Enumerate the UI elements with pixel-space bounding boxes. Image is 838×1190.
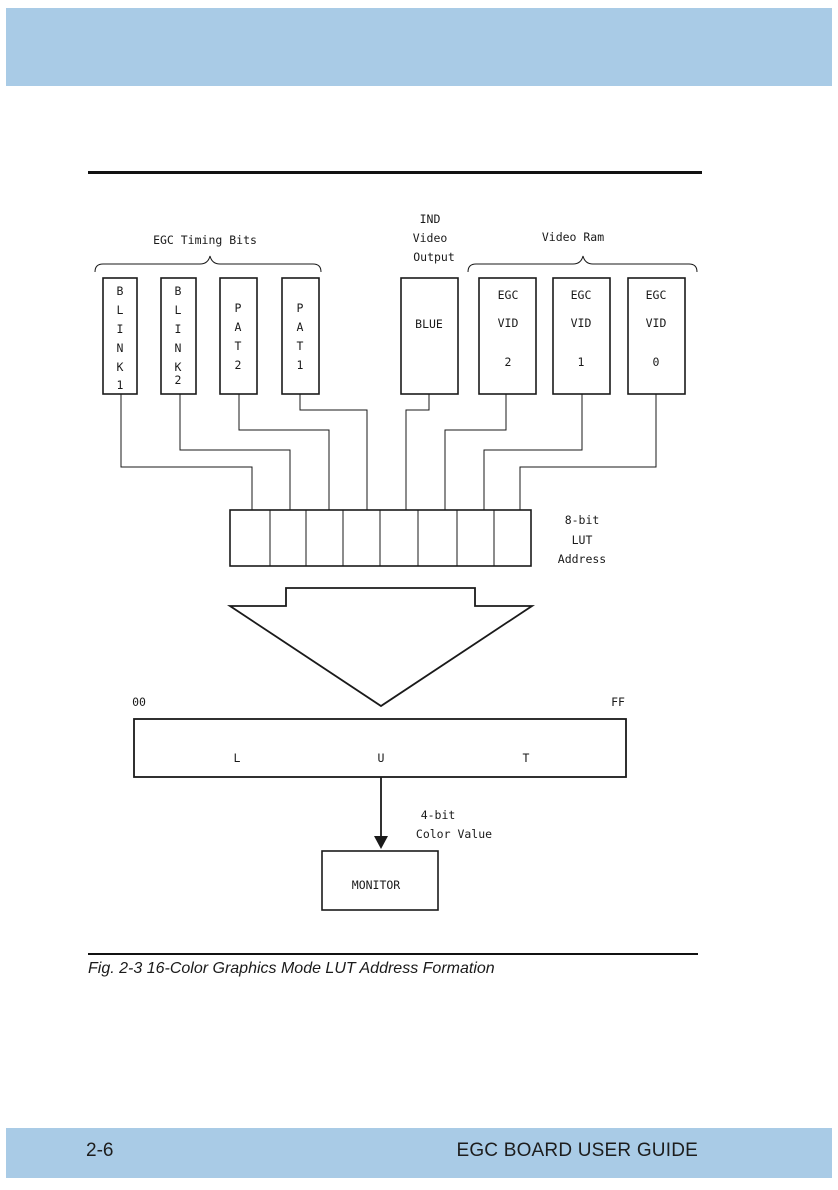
svg-text:K: K bbox=[175, 360, 182, 374]
svg-text:L: L bbox=[175, 303, 182, 317]
svg-text:B: B bbox=[117, 284, 124, 298]
svg-text:EGC: EGC bbox=[646, 288, 667, 302]
svg-text:K: K bbox=[117, 360, 124, 374]
egc-vid-0-box: EGC VID 0 bbox=[627, 277, 686, 395]
blue-box: BLUE bbox=[400, 277, 459, 395]
svg-text:2: 2 bbox=[175, 373, 182, 387]
blink2-box: B L I N K 2 bbox=[160, 277, 197, 395]
svg-text:A: A bbox=[235, 320, 242, 334]
pat1-box: P A T 1 bbox=[281, 277, 320, 395]
lut-table bbox=[133, 718, 627, 778]
timing-bits-label: EGC Timing Bits bbox=[153, 233, 257, 247]
svg-text:T: T bbox=[235, 339, 242, 353]
svg-text:B: B bbox=[175, 284, 182, 298]
pat2-box: P A T 2 bbox=[219, 277, 258, 395]
ind-label-line-1: IND bbox=[420, 212, 441, 226]
monitor-box bbox=[321, 850, 439, 911]
footer-title: EGC BOARD USER GUIDE bbox=[456, 1140, 698, 1161]
monitor-label: MONITOR bbox=[352, 878, 401, 892]
header-band bbox=[6, 8, 832, 86]
timing-bits-brace bbox=[94, 255, 322, 273]
color-value-label-line-2: Color Value bbox=[416, 827, 492, 841]
svg-text:1: 1 bbox=[117, 378, 124, 392]
svg-text:VID: VID bbox=[646, 316, 667, 330]
page-number: 2-6 bbox=[86, 1140, 114, 1161]
lut-letter-l: L bbox=[234, 751, 241, 765]
blink1-box: B L I N K 1 bbox=[102, 277, 138, 395]
lut-address-label-line-3: Address bbox=[558, 552, 606, 566]
ind-label-line-3: Output bbox=[413, 250, 455, 264]
color-value-label-line-1: 4-bit bbox=[421, 808, 456, 822]
svg-text:1: 1 bbox=[578, 355, 585, 369]
lut-address-label-line-1: 8-bit bbox=[565, 513, 600, 527]
svg-text:2: 2 bbox=[505, 355, 512, 369]
svg-text:I: I bbox=[117, 322, 124, 336]
svg-text:P: P bbox=[235, 301, 242, 315]
svg-text:P: P bbox=[297, 301, 304, 315]
ind-label-line-2: Video bbox=[413, 231, 448, 245]
svg-text:L: L bbox=[117, 303, 124, 317]
svg-text:0: 0 bbox=[653, 355, 660, 369]
svg-text:EGC: EGC bbox=[571, 288, 592, 302]
lut-letter-t: T bbox=[523, 751, 530, 765]
bottom-rule bbox=[88, 953, 698, 955]
svg-text:I: I bbox=[175, 322, 182, 336]
figure-caption: Fig. 2-3 16-Color Graphics Mode LUT Addr… bbox=[88, 960, 495, 977]
lut-end-label: FF bbox=[611, 695, 625, 709]
svg-text:EGC: EGC bbox=[498, 288, 519, 302]
svg-text:A: A bbox=[297, 320, 304, 334]
video-ram-brace bbox=[467, 255, 698, 273]
footer-band bbox=[6, 1128, 832, 1178]
egc-vid-1-box: EGC VID 1 bbox=[552, 277, 611, 395]
svg-text:2: 2 bbox=[235, 358, 242, 372]
color-value-arrowhead bbox=[374, 836, 388, 849]
top-rule bbox=[88, 171, 702, 174]
svg-text:1: 1 bbox=[297, 358, 304, 372]
svg-text:BLUE: BLUE bbox=[415, 317, 443, 331]
svg-text:VID: VID bbox=[498, 316, 519, 330]
address-wires bbox=[120, 394, 657, 510]
video-ram-label: Video Ram bbox=[542, 230, 604, 244]
svg-text:N: N bbox=[117, 341, 124, 355]
funnel-arrow bbox=[227, 587, 535, 708]
lut-start-label: 00 bbox=[132, 695, 146, 709]
lut-address-label-line-2: LUT bbox=[572, 533, 593, 547]
svg-text:T: T bbox=[297, 339, 304, 353]
svg-text:VID: VID bbox=[571, 316, 592, 330]
lut-address-register bbox=[229, 509, 532, 567]
egc-vid-2-box: EGC VID 2 bbox=[478, 277, 537, 395]
svg-text:N: N bbox=[175, 341, 182, 355]
lut-letter-u: U bbox=[378, 751, 385, 765]
